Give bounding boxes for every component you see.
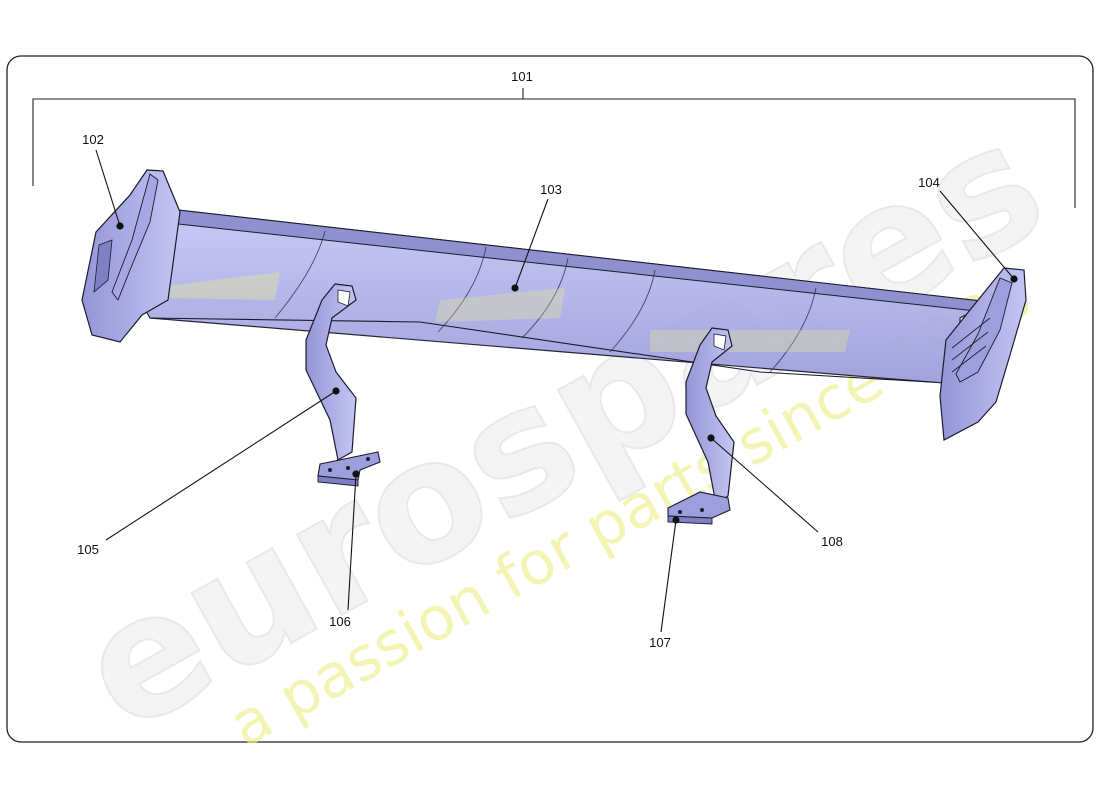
- callout-104: 104: [918, 175, 940, 190]
- right-upright-108: [685, 327, 735, 506]
- right-mount-foot-107: [667, 491, 731, 525]
- callout-108: 108: [821, 534, 843, 549]
- wing-plane-103: [139, 209, 992, 385]
- callout-105: 105: [77, 542, 99, 557]
- callout-102: 102: [82, 132, 104, 147]
- left-end-plate-102: [81, 169, 181, 343]
- callout-107: 107: [649, 635, 671, 650]
- assembly-bracket: [32, 88, 1076, 208]
- callout-103: 103: [540, 182, 562, 197]
- callout-106: 106: [329, 614, 351, 629]
- left-upright-105: [305, 283, 357, 461]
- right-end-plate-104: [939, 267, 1027, 441]
- left-mount-foot-106: [317, 451, 381, 487]
- callout-101: 101: [511, 69, 533, 84]
- leader-dots: [116, 222, 1018, 524]
- leader-lines: [95, 149, 1015, 633]
